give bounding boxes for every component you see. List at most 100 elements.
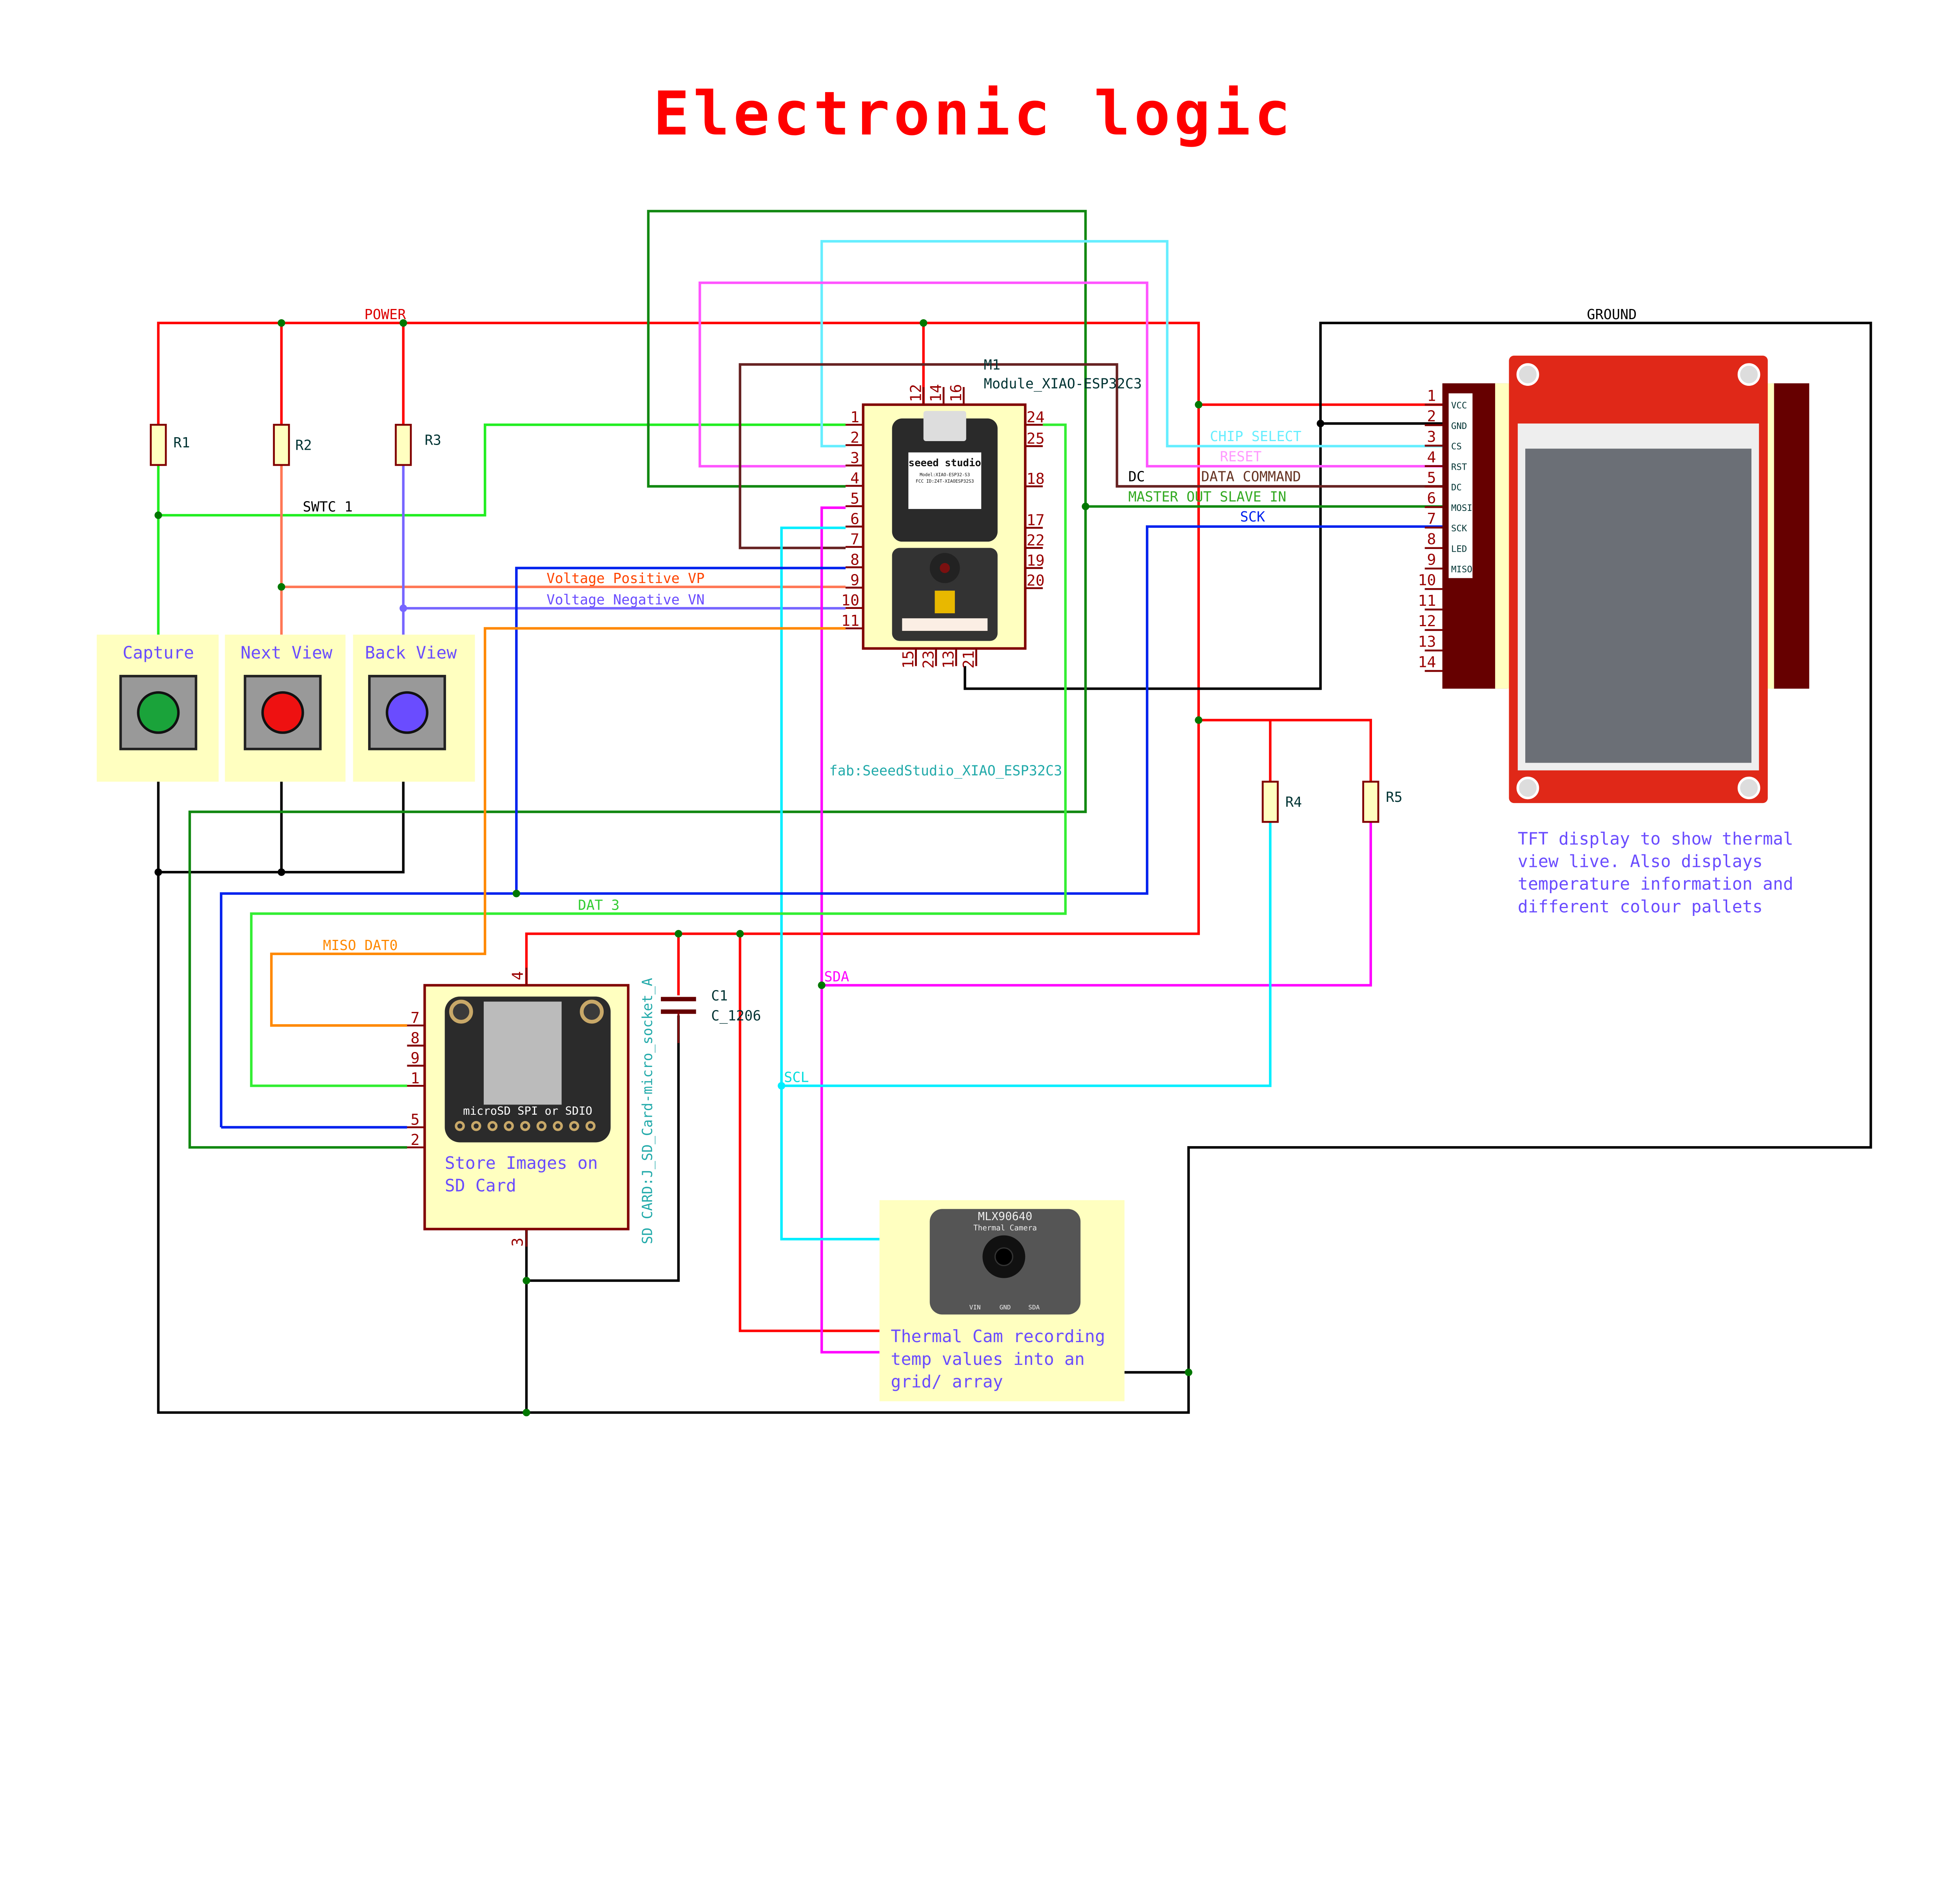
resistor-r3[interactable]: R3 <box>395 423 441 466</box>
board-brand: seeed studio <box>909 457 981 469</box>
label-dat3: DAT 3 <box>578 898 619 914</box>
pin-number: 21 <box>960 650 978 669</box>
pin-number: 15 <box>900 650 917 669</box>
pin-number: 5 <box>1427 469 1436 487</box>
pin-number: 17 <box>1027 512 1045 529</box>
pin-number: 25 <box>1027 430 1045 447</box>
label-dc: DC <box>1128 469 1145 485</box>
module-value: Module_XIAO-ESP32C3 <box>984 376 1142 392</box>
label-swtc1: SWTC 1 <box>303 499 352 515</box>
label-vn: Voltage Negative VN <box>546 592 704 608</box>
net-sck <box>220 525 1443 1129</box>
schematic: Electronic logic POWER GROUND SWTC 1 <box>96 79 1872 1417</box>
resistor-r5[interactable]: R5 <box>1362 781 1403 823</box>
label-sck: SCK <box>1240 509 1265 525</box>
pin-number: 3 <box>1427 428 1436 446</box>
pin-number: 1 <box>1427 387 1436 405</box>
pin-number: 5 <box>850 490 859 508</box>
sd-note-line: Store Images on <box>445 1154 598 1173</box>
button-cap-icon <box>137 691 180 734</box>
button-next-view[interactable]: Next View <box>225 634 346 782</box>
tft-note-line: view live. Also displays <box>1518 852 1763 872</box>
resistor-label: R4 <box>1285 794 1302 810</box>
sd-footprint: SD CARD:J_SD_Card-micro_socket_A <box>639 978 655 1244</box>
capacitor-c1[interactable]: C1 C_1206 <box>661 988 761 1043</box>
pin-number: 8 <box>410 1029 419 1047</box>
board-model: Model:XIAO-ESP32-S3 <box>920 472 970 478</box>
label-chip-select: CHIP SELECT <box>1210 429 1301 445</box>
pin-number: 2 <box>1427 408 1436 425</box>
net-vn <box>402 465 846 635</box>
net-swtc1 <box>157 423 846 635</box>
label-data-command: DATA COMMAND <box>1201 469 1301 485</box>
resistor-label: R5 <box>1386 789 1402 805</box>
label-mosi: MASTER OUT SLAVE IN <box>1128 489 1286 505</box>
pin-name: GND <box>1000 1304 1011 1311</box>
pin-number: 24 <box>1027 409 1045 426</box>
button-cap-icon <box>261 691 304 734</box>
pin-number: 12 <box>907 384 925 402</box>
label-miso-dat0: MISO DAT0 <box>323 938 398 954</box>
thermal-note-line: grid/ array <box>891 1372 1003 1392</box>
pin-name: RST <box>1451 462 1467 472</box>
pin-number: 13 <box>1418 633 1436 650</box>
board-subtitle: Thermal Camera <box>973 1223 1037 1232</box>
pin-number: 12 <box>1418 612 1436 630</box>
pin-number: 9 <box>850 571 859 589</box>
pin-name: GND <box>1451 421 1467 431</box>
pin-number: 1 <box>850 409 859 426</box>
pin-number: 4 <box>509 971 526 980</box>
button-capture[interactable]: Capture <box>96 634 219 782</box>
resistor-label: R2 <box>295 437 312 453</box>
pin-number: 10 <box>841 592 859 609</box>
xiao-module[interactable]: M1 Module_XIAO-ESP32C3 seeed studio Mode… <box>829 357 1142 779</box>
resistor-r2[interactable]: R2 <box>273 423 312 466</box>
pin-number: 2 <box>850 429 859 447</box>
tft-note-line: temperature information and <box>1518 874 1793 894</box>
net-reset <box>699 281 1443 468</box>
board-fcc: FCC ID:Z4T-XIAOESP32S3 <box>916 479 974 484</box>
capacitor-ref: C1 <box>711 988 728 1004</box>
button-back-view[interactable]: Back View <box>353 634 475 782</box>
pin-number: 5 <box>410 1111 419 1129</box>
pin-number: 11 <box>1418 592 1436 610</box>
pin-number: 13 <box>940 650 958 669</box>
resistor-r1[interactable]: R1 <box>150 423 190 466</box>
tft-display-module[interactable]: 1234567891011121314VCCGNDCSRSTDCMOSISCKL… <box>1418 356 1809 917</box>
page-title: Electronic logic <box>653 79 1294 149</box>
thermal-camera-module[interactable]: MLX90640 Thermal Camera VIN GND SDA Ther… <box>879 1200 1125 1401</box>
pin-number: 18 <box>1027 470 1045 488</box>
pin-number: 6 <box>1427 490 1436 507</box>
resistor-r4[interactable]: R4 <box>1261 781 1302 823</box>
pin-number: 14 <box>927 384 945 402</box>
capacitor-value: C_1206 <box>711 1008 761 1024</box>
tft-note-line: different colour pallets <box>1518 897 1763 917</box>
button-label: Next View <box>241 643 333 663</box>
net-dc <box>739 363 1443 549</box>
junctions <box>154 319 1325 1417</box>
board-text: microSD SPI or SDIO <box>463 1104 592 1117</box>
label-sda: SDA <box>824 969 849 985</box>
thermal-note-line: temp values into an <box>891 1350 1085 1369</box>
button-label: Back View <box>365 643 457 663</box>
pin-number: 7 <box>1427 510 1436 528</box>
pin-number: 20 <box>1027 572 1045 590</box>
tft-screen <box>1525 449 1751 763</box>
sd-card-module[interactable]: 4 3 microSD SPI or SDIO Store Images on … <box>407 967 655 1247</box>
net-vp <box>280 465 846 635</box>
pin-name: SDA <box>1028 1304 1040 1311</box>
pin-name: LED <box>1451 544 1467 554</box>
net-sda <box>820 506 1372 1354</box>
module-footprint: fab:SeeedStudio_XIAO_ESP32C3 <box>829 763 1062 779</box>
net-chip-select <box>820 240 1443 448</box>
label-reset: RESET <box>1220 449 1261 465</box>
tft-note-line: TFT display to show thermal <box>1518 829 1793 849</box>
module-ref: M1 <box>984 357 1000 373</box>
button-label: Capture <box>123 643 194 663</box>
pin-name: VCC <box>1451 401 1467 411</box>
pin-name: CS <box>1451 442 1462 452</box>
net-miso-dat0 <box>270 627 846 1027</box>
net-mosi <box>188 210 1443 1149</box>
